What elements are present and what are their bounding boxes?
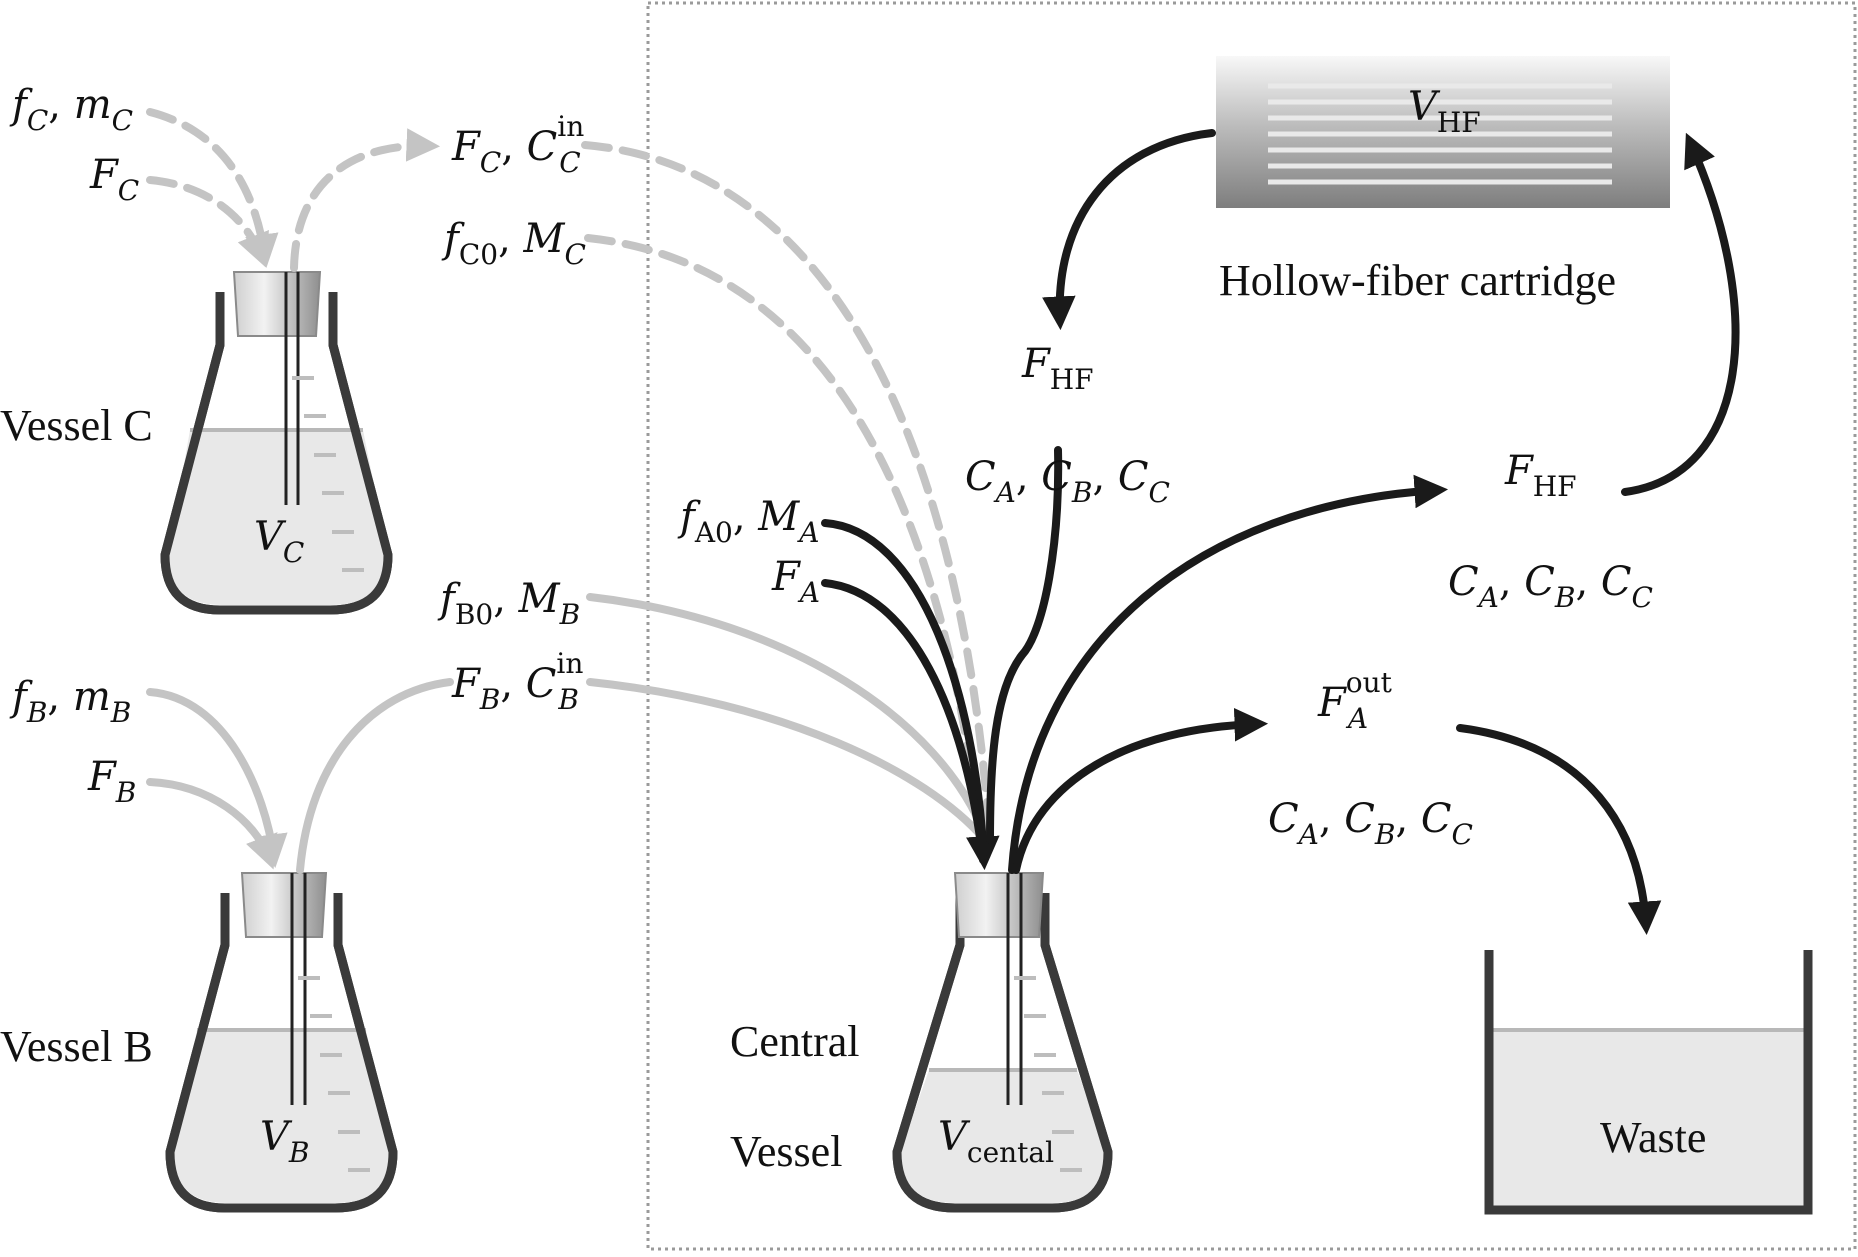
arrow-vessel-b-outflow <box>296 678 454 874</box>
label-fb-mb: fB, mB <box>9 674 131 729</box>
arrow-central-to-hf-label <box>1008 474 1449 874</box>
flow-arrows-dark <box>821 129 1740 936</box>
label-concentrations-out: CA, CB, CC <box>1268 796 1473 851</box>
arrow-central-to-out-label <box>1012 707 1269 874</box>
hollow-fiber-cartridge <box>1216 56 1670 208</box>
central-vessel-flask <box>892 872 1113 1213</box>
waste-label: Waste <box>1600 1113 1706 1162</box>
cartridge-label: Hollow-fiber cartridge <box>1219 256 1616 305</box>
arrow-dose-to-vessel-b <box>146 688 288 868</box>
label-fb0-mb: fB0, MB <box>437 576 580 631</box>
arrow-out-label-to-waste <box>1456 724 1662 936</box>
central-vessel-volume: Vcental <box>938 1114 1054 1169</box>
arrow-vessel-c-outflow-to-central <box>581 141 994 844</box>
vessel-b-label: Vessel B <box>0 1022 153 1071</box>
arrow-infusion-to-vessel-c <box>146 176 269 268</box>
central-compartment-frame <box>646 1 1857 1251</box>
cartridge-volume: VHF <box>1408 84 1481 139</box>
arrow-drug-a-bolus-to-central <box>821 519 1000 871</box>
vessel-c-volume: VC <box>254 514 304 569</box>
arrow-drug-a-infusion-to-central <box>821 579 987 864</box>
vessel-b-volume: VB <box>260 1114 309 1169</box>
vessel-b-flask <box>165 872 398 1213</box>
label-fhf-return: FHF <box>1021 341 1094 396</box>
label-fhf-supply: FHF <box>1504 448 1577 503</box>
label-fc: FC <box>89 152 139 207</box>
arrow-vessel-b-infusion-to-central <box>586 678 989 844</box>
arrow-hf-return-to-central <box>986 446 1063 844</box>
central-vessel-label-line2: Vessel <box>730 1127 842 1176</box>
arrow-vessel-c-to-central-label <box>290 128 441 272</box>
waste-container <box>1484 950 1813 1215</box>
vessel-c-label: Vessel C <box>0 401 153 450</box>
label-concentrations-return: CA, CB, CC <box>965 454 1170 509</box>
arrow-hf-label-to-cartridge <box>1621 132 1740 496</box>
label-fa: FA <box>771 554 820 609</box>
arrow-infusion-to-vessel-b <box>146 778 278 870</box>
label-fa0-ma: fA0, MA <box>677 494 820 549</box>
label-fc0-mc: fC0, MC <box>441 216 586 271</box>
flow-arrows-gray <box>146 108 994 874</box>
arrow-vessel-b-bolus-to-central <box>586 593 989 839</box>
arrow-cartridge-to-hf-label <box>1042 129 1216 331</box>
vessel-c-flask <box>160 271 393 615</box>
label-fc-mc: fC, mC <box>9 82 133 137</box>
label-concentrations-supply: CA, CB, CC <box>1448 559 1653 614</box>
central-vessel-label-line1: Central <box>730 1017 860 1066</box>
label-fb: FB <box>87 754 136 809</box>
